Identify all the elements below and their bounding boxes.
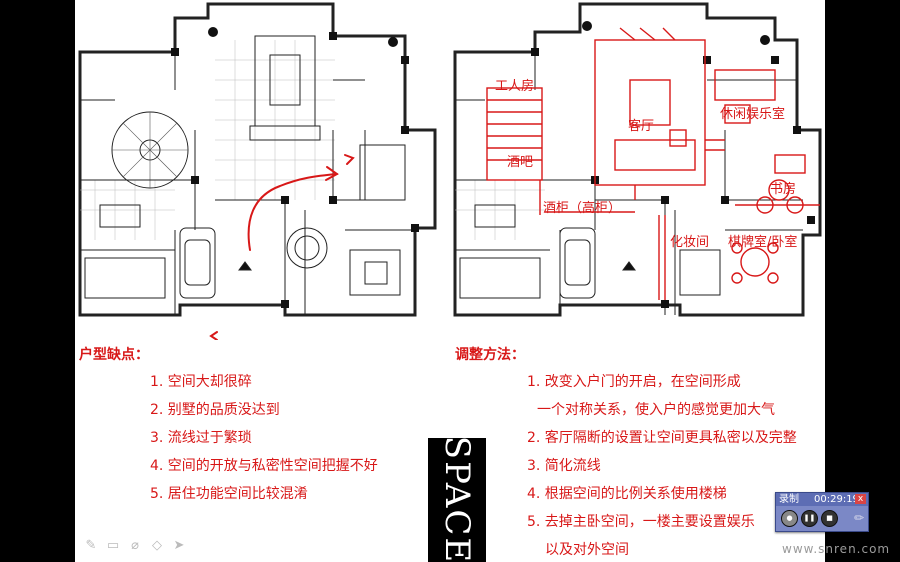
- label-study: 书房: [770, 181, 796, 197]
- adjust-item-5-cont: 以及对外空间: [545, 542, 629, 558]
- defects-heading: 户型缺点：: [79, 347, 149, 363]
- recorder-settings-icon[interactable]: ✏: [853, 511, 864, 525]
- recorder-title: 录制: [779, 494, 799, 505]
- label-bar: 酒吧: [507, 155, 533, 170]
- recorder-widget: 录制 00:29:19 x ● ❚❚ ■ ✏: [775, 492, 869, 532]
- label-living-room: 客厅: [628, 118, 654, 134]
- label-chess-room: 棋牌室/卧室: [728, 234, 797, 250]
- recorder-stop-button[interactable]: ■: [821, 510, 838, 527]
- pen-toolbar: ✎ ▭ ⌀ ◇ ➤: [82, 538, 188, 554]
- recorder-record-button[interactable]: ●: [781, 510, 798, 527]
- eraser-icon[interactable]: ⌀: [131, 538, 139, 553]
- label-workers-room: 工人房: [495, 78, 534, 94]
- adjust-item-3: 3. 简化流线: [527, 458, 601, 474]
- pen-icon[interactable]: ✎: [85, 538, 97, 553]
- adjustments-heading: 调整方法：: [455, 347, 525, 363]
- adjust-item-4: 4. 根据空间的比例关系使用楼梯: [527, 486, 727, 502]
- eraser-alt-icon[interactable]: ◇: [152, 538, 162, 553]
- adjust-item-5: 5. 去掉主卧空间，一楼主要设置娱乐: [527, 514, 755, 530]
- defect-item-4: 4. 空间的开放与私密性空间把握不好: [150, 458, 378, 474]
- label-leisure-room: 休闲娱乐室: [720, 106, 785, 122]
- floor-plans: 工人房 酒吧 客厅 休闲娱乐室 书房 酒柜（高柜） 化妆间 棋牌室/卧室: [78, 2, 822, 340]
- space-logo: SPACE: [428, 436, 486, 562]
- recorder-close-button[interactable]: x: [855, 494, 866, 504]
- adjust-item-1: 1. 改变入户门的开启，在空间形成: [527, 374, 741, 390]
- label-powder-room: 化妆间: [670, 235, 709, 250]
- label-wine-cabinet: 酒柜（高柜）: [543, 200, 621, 216]
- recorder-titlebar[interactable]: 录制 00:29:19 x: [776, 493, 868, 506]
- pointer-icon[interactable]: ➤: [173, 538, 185, 553]
- adjust-item-2: 2. 客厅隔断的设置让空间更具私密以及完整: [527, 430, 797, 446]
- defect-item-2: 2. 别墅的品质没达到: [150, 402, 280, 418]
- adjust-item-1-cont: 一个对称关系，使入户的感觉更加大气: [537, 402, 775, 418]
- slide: 工人房 酒吧 客厅 休闲娱乐室 书房 酒柜（高柜） 化妆间 棋牌室/卧室 户型缺…: [75, 0, 825, 562]
- recorder-pause-button[interactable]: ❚❚: [801, 510, 818, 527]
- recorder-time: 00:29:19: [814, 494, 859, 505]
- defect-item-3: 3. 流线过于繁琐: [150, 430, 252, 446]
- screen-icon[interactable]: ▭: [106, 538, 120, 553]
- defect-item-5: 5. 居住功能空间比较混淆: [150, 486, 308, 502]
- defect-item-1: 1. 空间大却很碎: [150, 374, 252, 390]
- plan-original: [78, 2, 437, 317]
- watermark: www.snren.com: [782, 542, 891, 556]
